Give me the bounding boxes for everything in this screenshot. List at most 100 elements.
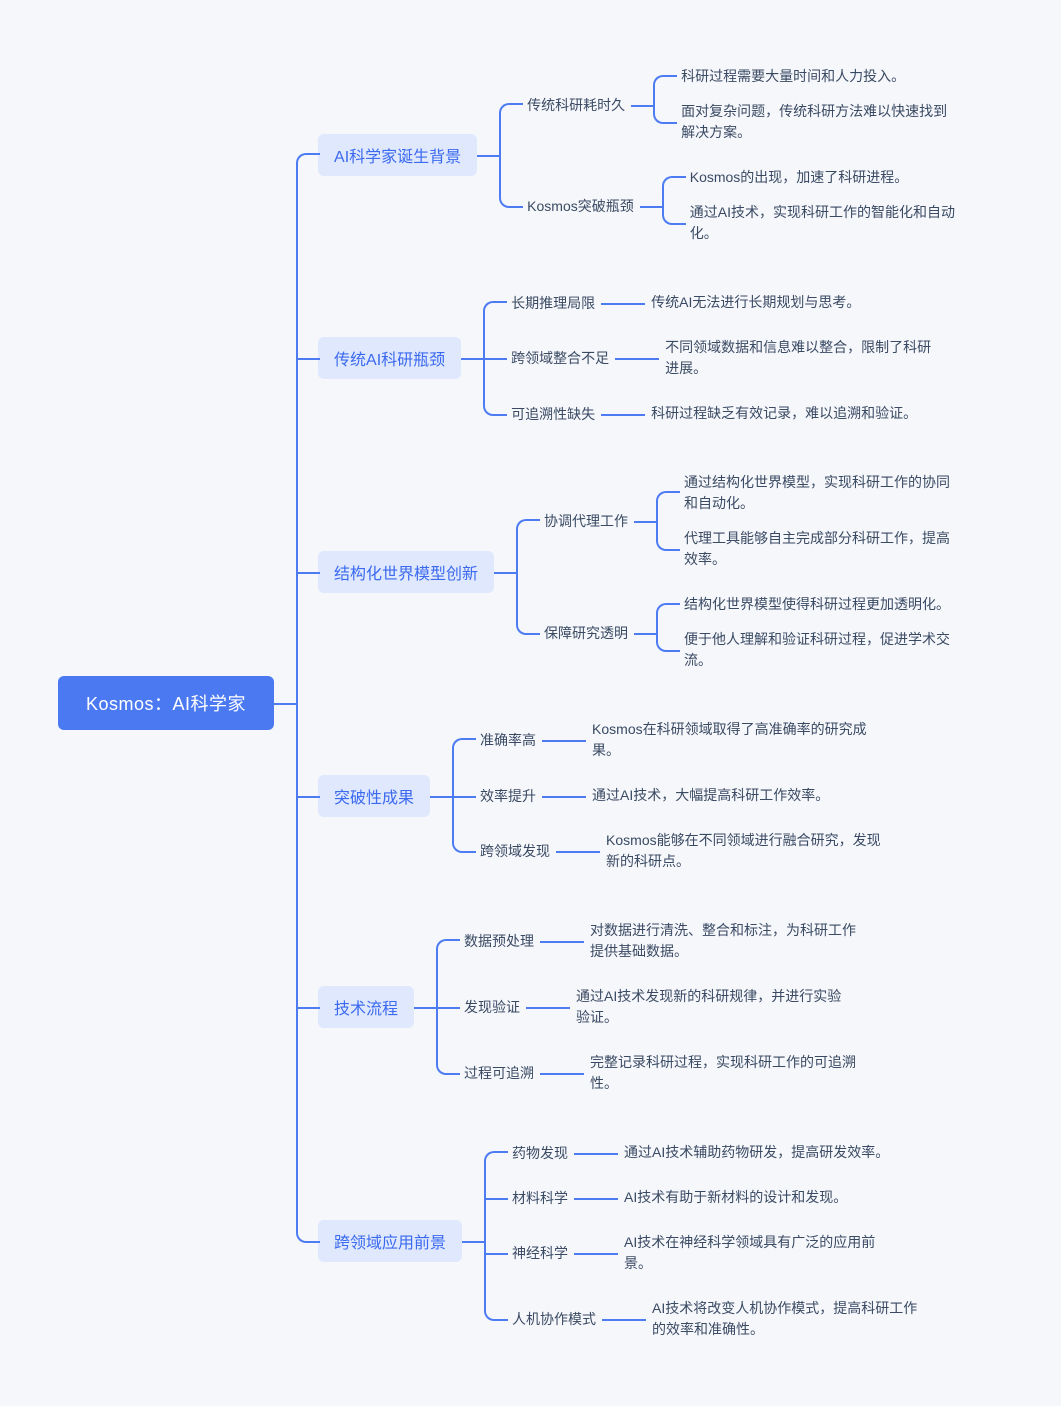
branch-node[interactable]: 传统AI科研瓶颈	[318, 337, 462, 379]
leaf-node[interactable]: 完整记录科研过程，实现科研工作的可追溯性。	[590, 1054, 857, 1091]
subtopic-node[interactable]: 跨领域发现	[480, 843, 551, 859]
branch-node[interactable]: 结构化世界模型创新	[318, 550, 495, 593]
subtopic-node[interactable]: 长期推理局限	[511, 294, 596, 311]
branch-node[interactable]: 技术流程	[318, 986, 415, 1028]
leaf-row: 代理工具能够自主完成部分科研工作，提高效率。	[656, 521, 968, 577]
leaf-node[interactable]: AI技术在神经科学领域具有广泛的应用前景。	[624, 1234, 876, 1271]
mindmap: Kosmos：AI科学家 AI科学家诞生背景 传统科研耗时久 科研过程需要大量时…	[58, 42, 974, 1364]
subtopic-row: 协调代理工作 通过结构化世界模型，实现科研工作的协同和自动化。 代理工具能够自主…	[516, 460, 968, 582]
leaf-node[interactable]: Kosmos在科研领域取得了高准确率的研究成果。	[592, 721, 867, 758]
subtopic-row: 药物发现 通过AI技术辅助药物研发，提高研发效率。	[484, 1130, 936, 1175]
subtopic-row: 跨领域整合不足 不同领域数据和信息难以整合，限制了科研进展。	[483, 325, 949, 391]
leaf-row: 通过AI技术辅助药物研发，提高研发效率。	[596, 1135, 895, 1170]
leaf-node[interactable]: 结构化世界模型使得科研过程更加透明化。	[684, 596, 951, 612]
leaf-node[interactable]: 便于他人理解和验证科研过程，促进学术交流。	[684, 631, 951, 668]
leaf-node[interactable]: 科研过程需要大量时间和人力投入。	[681, 68, 906, 84]
leaves: Kosmos在科研领域取得了高准确率的研究成果。	[542, 712, 876, 768]
leaves: 传统AI无法进行长期规划与思考。	[601, 285, 866, 320]
subtopic-node[interactable]: 药物发现	[512, 1144, 569, 1161]
leaf-row: Kosmos在科研领域取得了高准确率的研究成果。	[564, 712, 876, 768]
subtopic-row: 跨领域发现 Kosmos能够在不同领域进行融合研究，发现新的科研点。	[452, 818, 890, 884]
subtopic-node[interactable]: 准确率高	[480, 732, 537, 748]
leaves: AI技术有助于新材料的设计和发现。	[574, 1180, 853, 1215]
subtopics: 数据预处理 对数据进行清洗、整合和标注，为科研工作提供基础数据。 发现验证 通过…	[414, 908, 874, 1106]
leaf-row: 不同领域数据和信息难以整合，限制了科研进展。	[637, 330, 949, 386]
subtopic-node[interactable]: 材料科学	[512, 1189, 569, 1206]
leaves: 通过AI技术，大幅提高科研工作效率。	[542, 778, 835, 813]
leaf-node[interactable]: 通过AI技术，实现科研工作的智能化和自动化。	[689, 204, 955, 241]
subtopics: 协调代理工作 通过结构化世界模型，实现科研工作的协同和自动化。 代理工具能够自主…	[494, 460, 968, 683]
leaf-row: 完整记录科研过程，实现科研工作的可追溯性。	[562, 1045, 874, 1101]
subtopic-node[interactable]: 发现验证	[464, 999, 521, 1015]
leaf-row: 便于他人理解和验证科研过程，促进学术交流。	[656, 622, 968, 678]
branch-node[interactable]: AI科学家诞生背景	[318, 134, 478, 176]
leaf-row: 科研过程缺乏有效记录，难以追溯和验证。	[623, 396, 923, 431]
subtopic-node[interactable]: 人机协作模式	[512, 1311, 597, 1327]
subtopic-row: 过程可追溯 完整记录科研过程，实现科研工作的可追溯性。	[436, 1040, 874, 1106]
branch-row: 突破性成果 准确率高 Kosmos在科研领域取得了高准确率的研究成果。 效率提升	[296, 695, 974, 896]
leaves: Kosmos能够在不同领域进行融合研究，发现新的科研点。	[556, 823, 890, 879]
leaf-node[interactable]: 通过结构化世界模型，实现科研工作的协同和自动化。	[684, 474, 951, 511]
leaf-row: 通过AI技术发现新的科研规律，并进行实验验证。	[548, 979, 860, 1035]
leaf-node[interactable]: Kosmos能够在不同领域进行融合研究，发现新的科研点。	[606, 832, 881, 869]
leaf-node[interactable]: AI技术将改变人机协作模式，提高科研工作的效率和准确性。	[652, 1300, 918, 1337]
leaf-node[interactable]: 通过AI技术发现新的科研规律，并进行实验验证。	[576, 988, 842, 1025]
subtopics: 药物发现 通过AI技术辅助药物研发，提高研发效率。 材料科学 AI技术有助于新材…	[462, 1130, 936, 1352]
branches: AI科学家诞生背景 传统科研耗时久 科研过程需要大量时间和人力投入。 面对复杂问…	[274, 42, 974, 1364]
leaf-node[interactable]: 传统AI无法进行长期规划与思考。	[651, 294, 861, 310]
root-node[interactable]: Kosmos：AI科学家	[58, 676, 275, 730]
leaf-row: 科研过程需要大量时间和人力投入。	[653, 59, 965, 94]
subtopic-row: 可追溯性缺失 科研过程缺乏有效记录，难以追溯和验证。	[483, 391, 949, 436]
subtopic-node[interactable]: 传统科研耗时久	[527, 96, 626, 113]
leaves: AI技术将改变人机协作模式，提高科研工作的效率和准确性。	[602, 1291, 936, 1347]
leaf-node[interactable]: AI技术有助于新材料的设计和发现。	[624, 1189, 848, 1205]
leaf-node[interactable]: 面对复杂问题，传统科研方法难以快速找到解决方案。	[681, 103, 948, 140]
subtopic-row: 传统科研耗时久 科研过程需要大量时间和人力投入。 面对复杂问题，传统科研方法难以…	[499, 54, 974, 155]
subtopic-row: 保障研究透明 结构化世界模型使得科研过程更加透明化。 便于他人理解和验证科研过程…	[516, 582, 968, 683]
leaf-row: AI技术在神经科学领域具有广泛的应用前景。	[596, 1225, 908, 1281]
leaves: 对数据进行清洗、整合和标注，为科研工作提供基础数据。	[540, 913, 874, 969]
leaf-node[interactable]: 对数据进行清洗、整合和标注，为科研工作提供基础数据。	[590, 922, 857, 959]
subtopic-row: Kosmos突破瓶颈 Kosmos的出现，加速了科研进程。 通过AI技术，实现科…	[499, 155, 974, 256]
leaf-row: 对数据进行清洗、整合和标注，为科研工作提供基础数据。	[562, 913, 874, 969]
leaf-row: 传统AI无法进行长期规划与思考。	[623, 285, 866, 320]
leaf-node[interactable]: 通过AI技术，大幅提高科研工作效率。	[592, 787, 830, 803]
leaf-node[interactable]: Kosmos的出现，加速了科研进程。	[689, 169, 909, 185]
subtopic-node[interactable]: Kosmos突破瓶颈	[527, 197, 634, 214]
leaves: 通过结构化世界模型，实现科研工作的协同和自动化。 代理工具能够自主完成部分科研工…	[634, 465, 968, 577]
leaf-node[interactable]: 通过AI技术辅助药物研发，提高研发效率。	[624, 1144, 890, 1160]
subtopics: 准确率高 Kosmos在科研领域取得了高准确率的研究成果。 效率提升 通过AI技…	[430, 707, 890, 884]
leaf-row: 面对复杂问题，传统科研方法难以快速找到解决方案。	[653, 94, 965, 150]
subtopic-row: 人机协作模式 AI技术将改变人机协作模式，提高科研工作的效率和准确性。	[484, 1286, 936, 1352]
leaf-row: AI技术将改变人机协作模式，提高科研工作的效率和准确性。	[624, 1291, 936, 1347]
leaf-row: AI技术有助于新材料的设计和发现。	[596, 1180, 853, 1215]
subtopics: 传统科研耗时久 科研过程需要大量时间和人力投入。 面对复杂问题，传统科研方法难以…	[477, 54, 974, 256]
subtopics: 长期推理局限 传统AI无法进行长期规划与思考。 跨领域整合不足 不同领域数据和信…	[461, 280, 949, 436]
branch-row: 跨领域应用前景 药物发现 通过AI技术辅助药物研发，提高研发效率。 材料科学	[296, 1118, 974, 1364]
subtopic-node[interactable]: 保障研究透明	[544, 624, 629, 641]
subtopic-row: 长期推理局限 传统AI无法进行长期规划与思考。	[483, 280, 949, 325]
leaves: 不同领域数据和信息难以整合，限制了科研进展。	[615, 330, 949, 386]
leaf-row: Kosmos能够在不同领域进行融合研究，发现新的科研点。	[578, 823, 890, 879]
subtopic-node[interactable]: 效率提升	[480, 787, 537, 804]
leaves: 完整记录科研过程，实现科研工作的可追溯性。	[540, 1045, 874, 1101]
leaf-node[interactable]: 科研过程缺乏有效记录，难以追溯和验证。	[651, 405, 918, 421]
branch-node[interactable]: 突破性成果	[318, 774, 431, 817]
subtopic-node[interactable]: 数据预处理	[464, 933, 535, 949]
leaves: 结构化世界模型使得科研过程更加透明化。 便于他人理解和验证科研过程，促进学术交流…	[634, 587, 968, 678]
branch-node[interactable]: 跨领域应用前景	[318, 1220, 463, 1262]
leaf-row: 结构化世界模型使得科研过程更加透明化。	[656, 587, 968, 622]
leaf-row: Kosmos的出现，加速了科研进程。	[661, 160, 974, 195]
subtopic-row: 神经科学 AI技术在神经科学领域具有广泛的应用前景。	[484, 1220, 936, 1286]
leaves: 科研过程需要大量时间和人力投入。 面对复杂问题，传统科研方法难以快速找到解决方案…	[631, 59, 965, 150]
subtopic-node[interactable]: 协调代理工作	[544, 513, 629, 529]
subtopic-node[interactable]: 可追溯性缺失	[511, 405, 596, 422]
leaf-node[interactable]: 代理工具能够自主完成部分科研工作，提高效率。	[684, 530, 951, 567]
subtopic-node[interactable]: 过程可追溯	[464, 1065, 535, 1081]
leaf-row: 通过AI技术，实现科研工作的智能化和自动化。	[661, 195, 974, 251]
subtopic-node[interactable]: 神经科学	[512, 1245, 569, 1261]
leaf-node[interactable]: 不同领域数据和信息难以整合，限制了科研进展。	[665, 339, 932, 376]
branch-row: 结构化世界模型创新 协调代理工作 通过结构化世界模型，实现科研工作的协同和自动化…	[296, 448, 974, 695]
subtopic-node[interactable]: 跨领域整合不足	[511, 350, 610, 366]
